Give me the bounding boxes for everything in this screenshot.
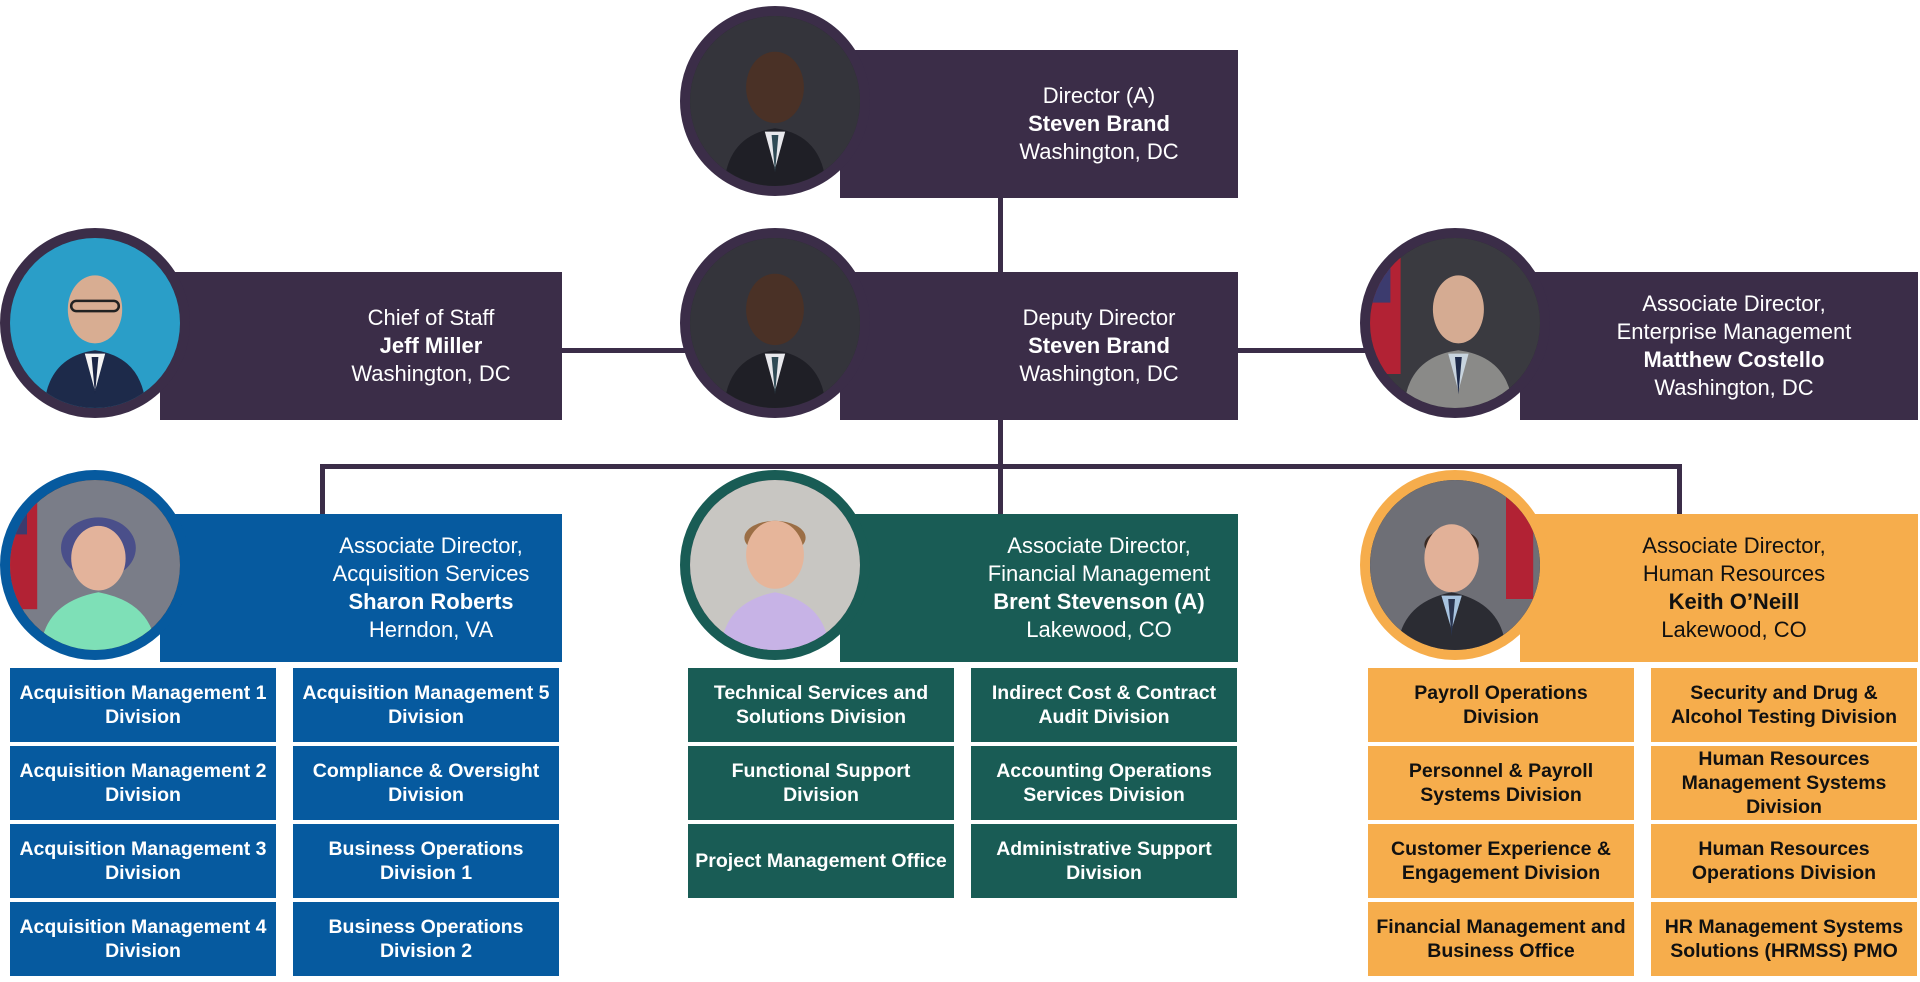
hr-location: Lakewood, CO: [1661, 617, 1807, 642]
financial-division: Accounting Operations Services Division: [971, 746, 1237, 820]
financial-division: Project Management Office: [688, 824, 954, 898]
connector-director-deputy: [998, 195, 1003, 275]
enterprise-title-2: Enterprise Management: [1616, 319, 1852, 344]
director-box: Director (A) Steven Brand Washington, DC: [840, 50, 1238, 198]
acquisition-division: Business Operations Division 2: [293, 902, 559, 976]
acquisition-title-2: Acquisition Services: [332, 561, 530, 586]
financial-division: Administrative Support Division: [971, 824, 1237, 898]
acquisition-division: Acquisition Management 4 Division: [10, 902, 276, 976]
enterprise-title-1: Associate Director,: [1642, 291, 1826, 316]
hr-division: Security and Drug & Alcohol Testing Divi…: [1651, 668, 1917, 742]
connector-to-acquisition: [320, 464, 325, 514]
acquisition-division: Business Operations Division 1: [293, 824, 559, 898]
deputy-director-photo: [680, 228, 870, 418]
chief-of-staff-location: Washington, DC: [351, 361, 511, 386]
human-resources-box: Associate Director, Human Resources Keit…: [1520, 514, 1918, 662]
financial-division: Functional Support Division: [688, 746, 954, 820]
financial-title-1: Associate Director,: [1007, 533, 1191, 558]
hr-name: Keith O’Neill: [1668, 589, 1800, 614]
hr-title-1: Associate Director,: [1642, 533, 1826, 558]
deputy-location: Washington, DC: [1019, 361, 1179, 386]
financial-management-photo: [680, 470, 870, 660]
chief-of-staff-box: Chief of Staff Jeff Miller Washington, D…: [160, 272, 562, 420]
financial-title-2: Financial Management: [987, 561, 1211, 586]
financial-division: Technical Services and Solutions Divisio…: [688, 668, 954, 742]
connector-to-hr: [1677, 464, 1682, 514]
enterprise-management-box: Associate Director, Enterprise Managemen…: [1520, 272, 1918, 420]
chief-of-staff-name: Jeff Miller: [379, 333, 483, 358]
hr-division: HR Management Systems Solutions (HRMSS) …: [1651, 902, 1917, 976]
deputy-director-box: Deputy Director Steven Brand Washington,…: [840, 272, 1238, 420]
hr-division: Human Resources Management Systems Divis…: [1651, 746, 1917, 820]
chief-of-staff-photo: [0, 228, 190, 418]
acquisition-title-1: Associate Director,: [339, 533, 523, 558]
acquisition-division: Acquisition Management 1 Division: [10, 668, 276, 742]
director-name: Steven Brand: [1028, 111, 1170, 136]
financial-management-box: Associate Director, Financial Management…: [840, 514, 1238, 662]
hr-division: Human Resources Operations Division: [1651, 824, 1917, 898]
hr-division: Financial Management and Business Office: [1368, 902, 1634, 976]
financial-division: Indirect Cost & Contract Audit Division: [971, 668, 1237, 742]
enterprise-location: Washington, DC: [1654, 375, 1814, 400]
deputy-name: Steven Brand: [1028, 333, 1170, 358]
connector-deputy-enterprise: [1235, 348, 1365, 353]
connector-staff-deputy: [560, 348, 690, 353]
acquisition-location: Herndon, VA: [368, 617, 494, 642]
hr-division: Payroll Operations Division: [1368, 668, 1634, 742]
deputy-title: Deputy Director: [1022, 305, 1176, 330]
financial-location: Lakewood, CO: [1026, 617, 1172, 642]
human-resources-photo: [1360, 470, 1550, 660]
acquisition-division: Compliance & Oversight Division: [293, 746, 559, 820]
hr-division: Personnel & Payroll Systems Division: [1368, 746, 1634, 820]
acquisition-services-box: Associate Director, Acquisition Services…: [160, 514, 562, 662]
acquisition-division: Acquisition Management 5 Division: [293, 668, 559, 742]
acquisition-name: Sharon Roberts: [348, 589, 514, 614]
hr-division: Customer Experience & Engagement Divisio…: [1368, 824, 1634, 898]
enterprise-management-photo: [1360, 228, 1550, 418]
acquisition-services-photo: [0, 470, 190, 660]
chief-of-staff-title: Chief of Staff: [367, 305, 495, 330]
enterprise-name: Matthew Costello: [1643, 347, 1825, 372]
acquisition-division: Acquisition Management 2 Division: [10, 746, 276, 820]
hr-title-2: Human Resources: [1642, 561, 1826, 586]
financial-name: Brent Stevenson (A): [993, 589, 1205, 614]
connector-to-financial: [998, 464, 1003, 514]
connector-deputy-down: [998, 418, 1003, 474]
director-photo: [680, 6, 870, 196]
acquisition-division: Acquisition Management 3 Division: [10, 824, 276, 898]
director-location: Washington, DC: [1019, 139, 1179, 164]
director-title: Director (A): [1042, 83, 1156, 108]
